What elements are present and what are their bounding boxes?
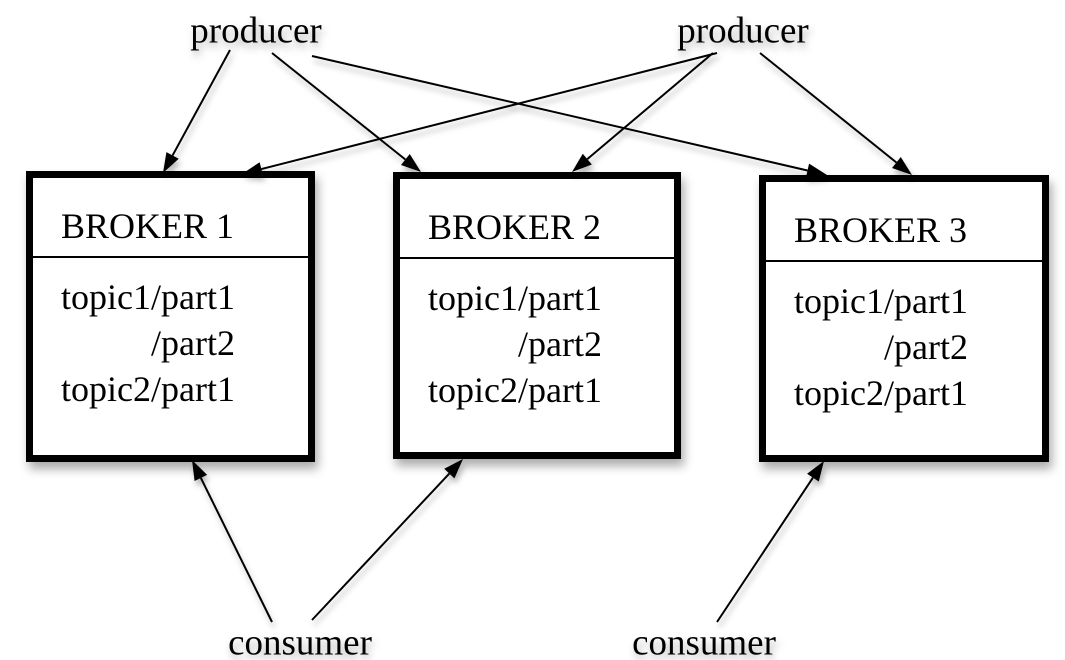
consumer-label-2: consumer	[632, 622, 776, 660]
broker-topic-list: topic1/part1/part2 topic2/part1	[794, 278, 968, 416]
broker-title: BROKER 3	[766, 182, 1042, 262]
topic-line: topic2/part1	[61, 369, 235, 409]
broker-box-2: BROKER 2 topic1/part1/part2 topic2/part1	[393, 172, 681, 459]
topic-line: /part2	[517, 324, 602, 364]
topic-line: topic1/part1	[61, 277, 235, 317]
topic-line: /part2	[883, 327, 968, 367]
topic-line: topic1/part1	[428, 278, 602, 318]
broker-box-1: BROKER 1 topic1/part1/part2 topic2/part1	[26, 171, 315, 462]
producer-label-2: producer	[677, 10, 809, 52]
topic-line: topic2/part1	[794, 373, 968, 413]
consumer-label-1: consumer	[228, 622, 372, 660]
topic-line: topic2/part1	[428, 370, 602, 410]
producer-label-1: producer	[190, 10, 322, 52]
topic-line: /part2	[150, 323, 235, 363]
broker-box-3: BROKER 3 topic1/part1/part2 topic2/part1	[759, 175, 1049, 462]
topic-line: topic1/part1	[794, 281, 968, 321]
broker-title: BROKER 2	[400, 179, 674, 259]
broker-topic-list: topic1/part1/part2 topic2/part1	[61, 274, 235, 412]
broker-title: BROKER 1	[33, 178, 308, 258]
broker-topic-list: topic1/part1/part2 topic2/part1	[428, 275, 602, 413]
